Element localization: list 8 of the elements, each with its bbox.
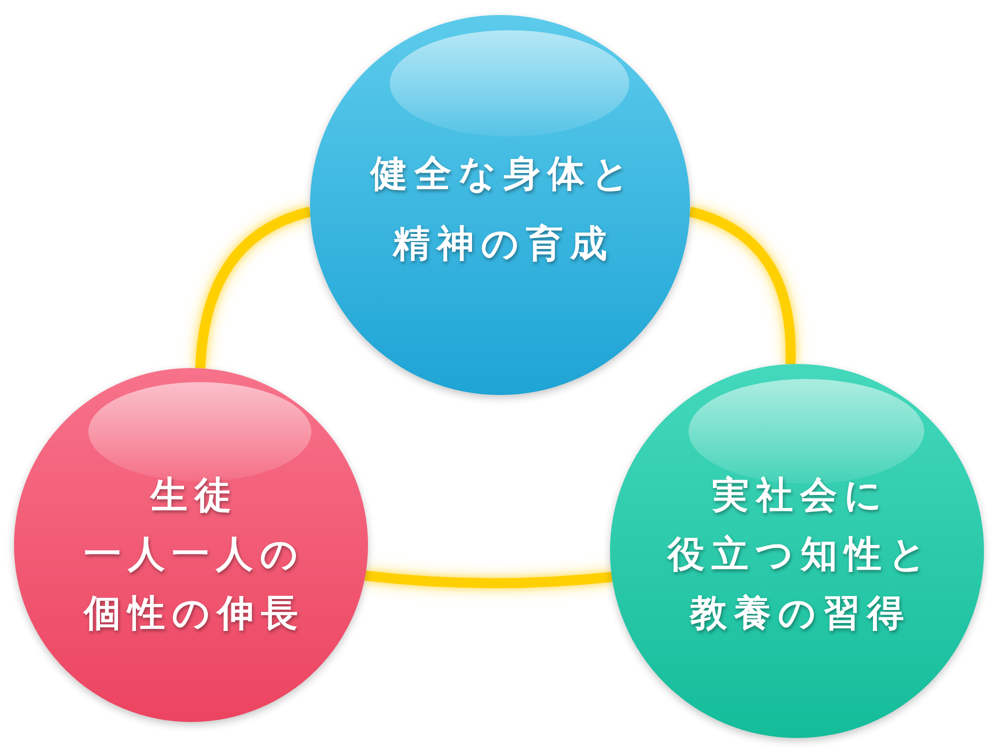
node-label: 生徒一人一人の個性の伸長: [82, 472, 305, 636]
ring-arc: [688, 206, 796, 364]
ring-arc: [195, 206, 312, 369]
circle: [14, 368, 368, 722]
node-label: 実社会に役立つ知性と教養の習得: [666, 472, 934, 636]
circle: [310, 15, 690, 395]
node-label: 健全な身体と精神の育成: [368, 150, 636, 267]
circle: [610, 364, 984, 738]
